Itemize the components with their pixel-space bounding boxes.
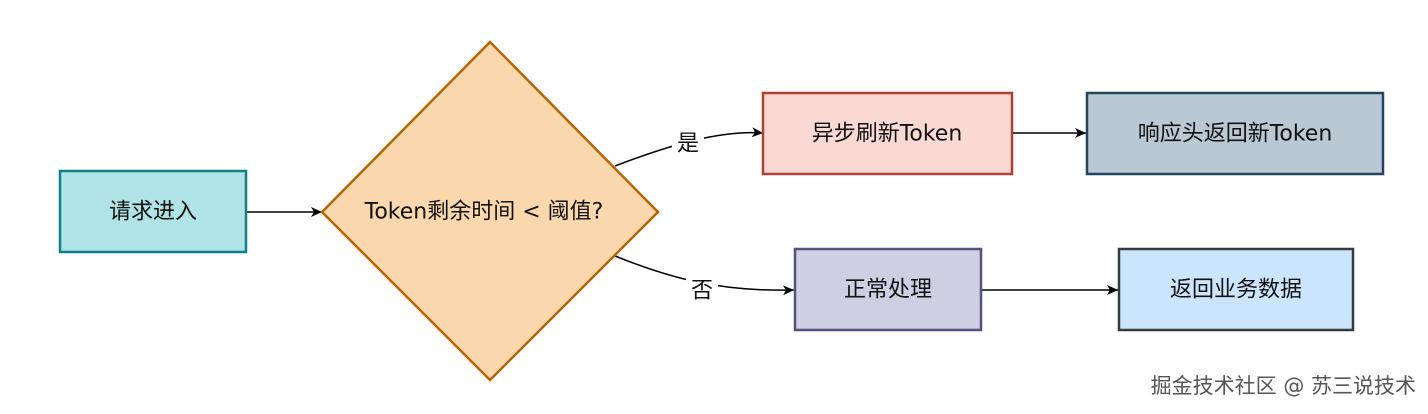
result-node[interactable]: 返回业务数据 [1117,247,1355,332]
yes-label: 是 [677,132,699,157]
decision-node-label: Token剩余时间 < 阈值? [364,200,604,225]
refresh-node[interactable]: 异步刷新Token [761,91,1014,176]
normal-node-box [793,247,983,332]
no-label: 否 [691,279,713,304]
normal-node-label: 正常处理 [844,278,932,303]
watermark: 掘金技术社区 @ 苏三说技术 [1150,374,1416,398]
refresh-node-box [761,91,1014,176]
start-node-label: 请求进入 [109,200,197,225]
respond-node-box [1085,91,1385,176]
no-label-background [686,277,718,305]
normal-node[interactable]: 正常处理 [793,247,983,332]
refresh-node-label: 异步刷新Token [812,122,963,147]
decision-node-shape [320,40,660,382]
start-node-box [58,169,248,254]
decision-node[interactable]: Token剩余时间 < 阈值? [320,40,660,382]
yes-label-background [672,130,704,158]
start-node[interactable]: 请求进入 [58,169,248,254]
result-node-label: 返回业务数据 [1170,278,1302,303]
result-node-box [1117,247,1355,332]
respond-node[interactable]: 响应头返回新Token [1085,91,1385,176]
respond-node-label: 响应头返回新Token [1138,122,1333,147]
